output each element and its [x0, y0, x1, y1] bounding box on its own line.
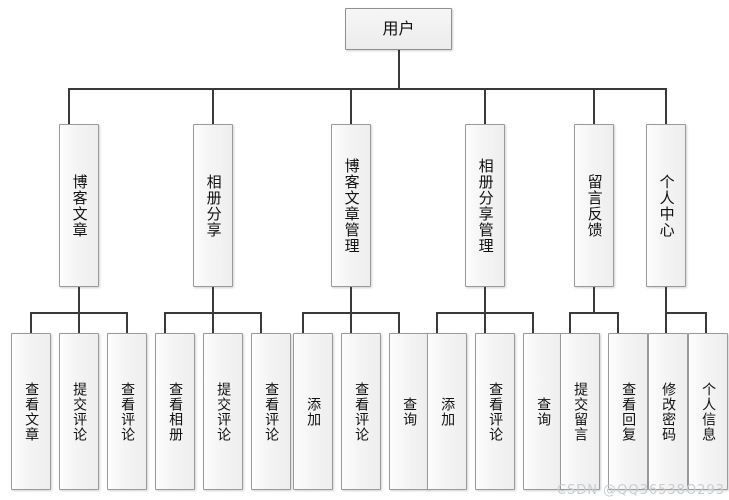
- node-label: 提交评论: [71, 381, 88, 442]
- node-label: 查看文章: [23, 381, 40, 442]
- connector-group5-stem: [593, 287, 595, 312]
- node-level3-view-comments-3[interactable]: 查看评论: [341, 333, 381, 490]
- connector-group5-drop-2: [617, 312, 619, 333]
- connector-group2-drop-1: [164, 312, 166, 333]
- node-level3-personal-info[interactable]: 个人信息: [688, 333, 728, 490]
- node-level3-view-album[interactable]: 查看相册: [155, 333, 195, 490]
- connector-group4-drop-3: [532, 312, 534, 333]
- node-level3-change-password[interactable]: 修改密码: [648, 333, 688, 490]
- connector-group1-drop-3: [126, 312, 128, 333]
- connector-level2-drop-4: [484, 88, 486, 124]
- connector-group6-drop-2: [705, 312, 707, 333]
- node-level3-query-2[interactable]: 查询: [523, 333, 563, 490]
- connector-root-stem: [398, 49, 400, 88]
- connector-level2-bus: [68, 88, 666, 90]
- node-level3-view-reply[interactable]: 查看回复: [608, 333, 648, 490]
- node-label: 相册分享: [204, 173, 223, 238]
- node-level3-submit-comment-1[interactable]: 提交评论: [59, 333, 99, 490]
- node-label: 修改密码: [660, 381, 677, 442]
- node-label: 博客文章: [70, 173, 89, 238]
- node-label: 留言反馈: [585, 173, 604, 238]
- node-level3-view-comments-1[interactable]: 查看评论: [107, 333, 147, 490]
- node-level2-message-feedback[interactable]: 留言反馈: [574, 124, 614, 287]
- node-root-user[interactable]: 用户: [345, 8, 452, 50]
- connector-level2-drop-1: [68, 88, 70, 124]
- connector-group6-drop-1: [665, 312, 667, 333]
- connector-group1-stem: [78, 287, 80, 312]
- node-level2-personal-center[interactable]: 个人中心: [646, 124, 686, 287]
- node-label: 用户: [382, 18, 415, 38]
- node-level3-view-comments-2[interactable]: 查看评论: [251, 333, 291, 490]
- node-label: 个人中心: [657, 173, 676, 238]
- node-label: 查看回复: [620, 381, 637, 442]
- node-level2-album-sharing[interactable]: 相册分享: [193, 124, 233, 287]
- connector-group2-stem: [212, 287, 214, 312]
- connector-group3-stem: [350, 287, 352, 312]
- node-level2-album-sharing-management[interactable]: 相册分享管理: [465, 124, 505, 287]
- connector-level2-drop-5: [593, 88, 595, 124]
- connector-level2-drop-3: [350, 88, 352, 124]
- node-level3-add-2[interactable]: 添加: [427, 333, 467, 490]
- node-label: 查看评论: [487, 381, 504, 442]
- connector-level2-drop-2: [212, 88, 214, 124]
- node-level3-submit-message[interactable]: 提交留言: [560, 333, 600, 490]
- node-level3-view-comments-4[interactable]: 查看评论: [475, 333, 515, 490]
- connector-group3-drop-2: [350, 312, 352, 333]
- connector-group5-bus: [569, 312, 619, 314]
- connector-group4-drop-2: [484, 312, 486, 333]
- node-label: 查询: [401, 396, 418, 427]
- connector-group3-drop-3: [398, 312, 400, 333]
- node-label: 查看相册: [167, 381, 184, 442]
- node-label: 查看评论: [353, 381, 370, 442]
- connector-group3-drop-1: [302, 312, 304, 333]
- node-level2-blog-article-management[interactable]: 博客文章管理: [331, 124, 371, 287]
- connector-group6-stem: [665, 287, 667, 312]
- node-label: 查看评论: [263, 381, 280, 442]
- connector-group1-drop-2: [78, 312, 80, 333]
- connector-group4-drop-1: [436, 312, 438, 333]
- node-label: 相册分享管理: [476, 157, 495, 254]
- connector-level2-drop-6: [665, 88, 667, 124]
- node-level3-view-articles[interactable]: 查看文章: [11, 333, 51, 490]
- connector-group2-drop-2: [212, 312, 214, 333]
- connector-group2-drop-3: [260, 312, 262, 333]
- node-label: 提交留言: [572, 381, 589, 442]
- node-label: 查看评论: [119, 381, 136, 442]
- node-label: 博客文章管理: [342, 157, 361, 254]
- node-label: 添加: [439, 396, 456, 427]
- node-level3-query-1[interactable]: 查询: [389, 333, 429, 490]
- connector-group4-stem: [484, 287, 486, 312]
- node-label: 添加: [305, 396, 322, 427]
- connector-group5-drop-1: [569, 312, 571, 333]
- node-label: 个人信息: [700, 381, 717, 442]
- connector-group1-drop-1: [30, 312, 32, 333]
- node-label: 查询: [535, 396, 552, 427]
- node-level3-submit-comment-2[interactable]: 提交评论: [203, 333, 243, 490]
- connector-group6-bus: [665, 312, 707, 314]
- node-label: 提交评论: [215, 381, 232, 442]
- node-level3-add-1[interactable]: 添加: [293, 333, 333, 490]
- watermark-text: CSDN @QQ36538O293: [556, 483, 725, 498]
- node-level2-blog-articles[interactable]: 博客文章: [59, 124, 99, 287]
